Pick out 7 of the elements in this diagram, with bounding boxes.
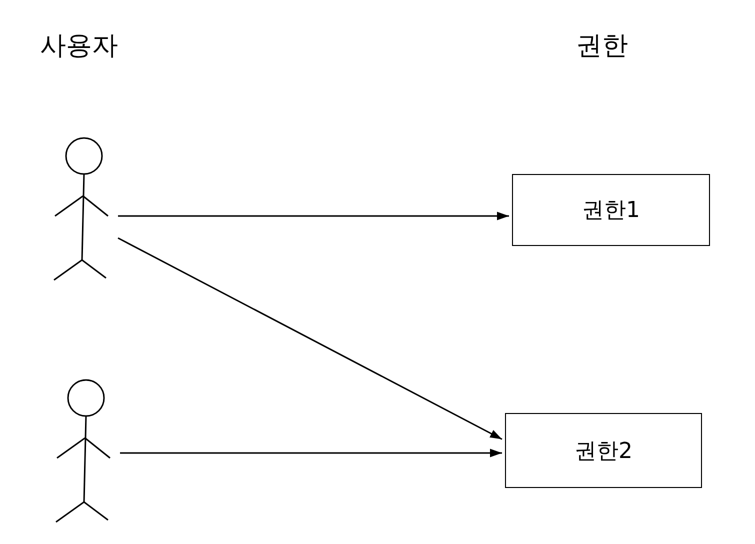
column-heading: 권한: [576, 30, 628, 63]
arrow: [120, 448, 502, 458]
arrow: [118, 237, 502, 440]
permission-box: 권한2: [505, 413, 702, 488]
column-heading: 사용자: [40, 30, 118, 63]
permission-box: 권한1: [512, 174, 710, 246]
arrow: [118, 212, 509, 220]
